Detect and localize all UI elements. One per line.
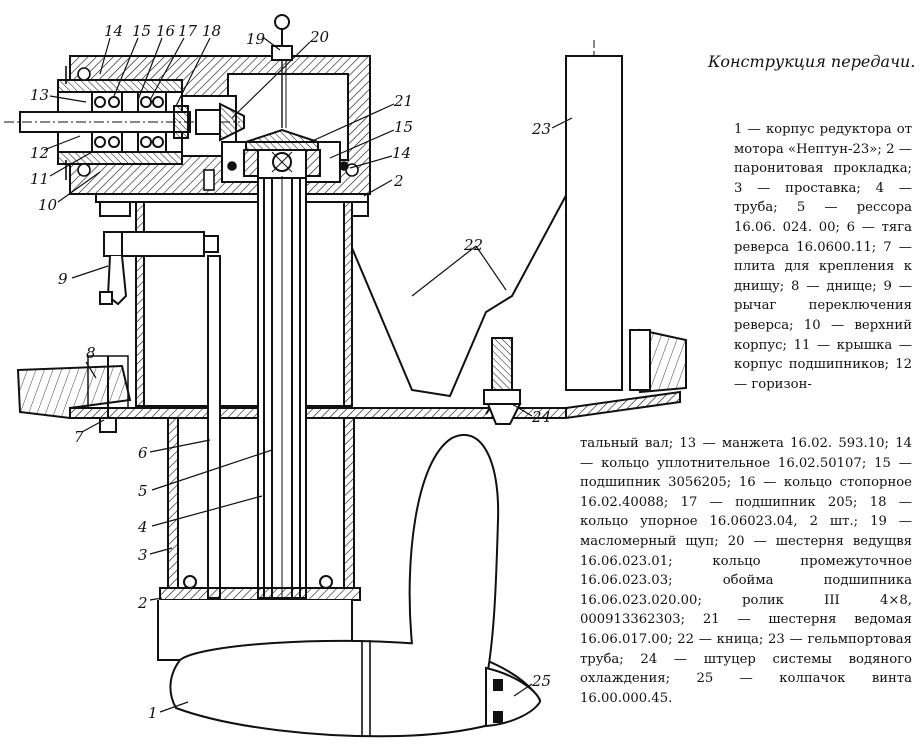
drive-tube-and-shaft	[257, 176, 307, 600]
label-5: 5	[138, 482, 148, 500]
label-6: 6	[138, 444, 148, 462]
label-13: 13	[30, 86, 49, 104]
legend-top: 1 — корпус редуктора от мотора «Нептун-2…	[734, 122, 912, 392]
label-14-top: 14	[104, 22, 123, 40]
lower-gearbox-housing	[157, 600, 542, 738]
propeller-blade	[408, 433, 500, 683]
label-24: 24	[531, 408, 551, 426]
driving-bevel-gear	[195, 102, 245, 142]
reverse-rod	[207, 255, 221, 599]
label-8: 8	[86, 344, 96, 362]
part-number-labels: 14 15 16 17 18 19 20 13 12 11 10 21 15 1…	[30, 22, 551, 722]
housing-bolts	[65, 66, 359, 191]
label-20: 20	[309, 28, 330, 46]
label-21: 21	[393, 92, 413, 110]
label-22: 22	[463, 236, 483, 254]
label-3: 3	[138, 546, 148, 564]
label-19: 19	[246, 30, 266, 48]
caption-title: Конструкция передачи.	[708, 52, 916, 71]
label-14-right: 14	[392, 144, 411, 162]
label-23: 23	[531, 120, 551, 138]
water-fitting	[483, 337, 522, 425]
label-12: 12	[30, 144, 49, 162]
reverse-lever	[99, 231, 219, 306]
knee-bracket	[351, 187, 571, 415]
label-2-bottom: 2	[137, 594, 148, 612]
leader-lines	[43, 37, 573, 713]
label-10: 10	[38, 196, 58, 214]
helmport-tube	[565, 40, 623, 391]
label-11: 11	[30, 170, 49, 188]
label-15-right: 15	[394, 118, 413, 136]
lower-gasket	[159, 575, 361, 601]
dipstick	[271, 14, 293, 128]
label-15-top: 15	[132, 22, 151, 40]
label-25: 25	[531, 672, 551, 690]
label-17: 17	[178, 22, 198, 40]
label-2-top: 2	[393, 172, 404, 190]
label-7: 7	[74, 428, 84, 446]
upper-gasket	[95, 193, 369, 217]
label-4: 4	[137, 518, 148, 536]
propeller-cap	[485, 666, 542, 728]
label-16: 16	[156, 22, 176, 40]
horizontal-shaft	[4, 105, 240, 139]
label-1: 1	[148, 704, 158, 722]
bearing-cover	[57, 79, 183, 165]
label-9: 9	[58, 270, 68, 288]
legend-bottom: тальный вал; 13 — манжета 16.02. 593.10;…	[580, 436, 912, 706]
label-18: 18	[202, 22, 221, 40]
